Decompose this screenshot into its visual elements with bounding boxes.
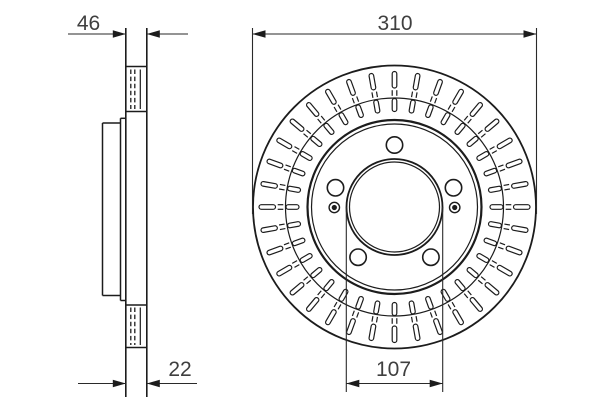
- arrowhead-right-icon: [112, 379, 126, 388]
- vent-slot: [289, 266, 323, 296]
- set-screw-hole: [328, 201, 341, 214]
- hat-edge-circle-inner: [310, 123, 479, 291]
- dimension-overall-height: 46: [68, 12, 188, 38]
- vent-slot: [466, 118, 500, 148]
- vent-slot: [483, 237, 523, 256]
- vent-slot: [476, 253, 513, 277]
- bolt-hole: [349, 248, 368, 267]
- hat-edge-circle-outer: [306, 118, 483, 296]
- vent-slot: [266, 158, 306, 177]
- bolt-hole: [421, 248, 440, 267]
- vent-slot: [260, 180, 302, 193]
- vent-slot: [408, 72, 421, 114]
- dimension-outer-diameter: 310: [251, 12, 538, 214]
- vent-slot: [276, 137, 313, 161]
- side-view: [101, 28, 148, 397]
- set-screw-hole-dot: [452, 204, 458, 211]
- set-screw-hole: [448, 201, 461, 214]
- center-bore-circle-inner: [348, 161, 441, 253]
- vent-slot: [476, 137, 513, 162]
- arrowhead-left-icon: [252, 30, 266, 38]
- dim-label-outer-diameter: 310: [377, 12, 412, 35]
- bolt-hole: [385, 136, 404, 155]
- vent-slot: [487, 180, 529, 193]
- vent-slot: [391, 301, 398, 344]
- vent-slot: [266, 237, 306, 256]
- dim-label-center-diameter: 107: [376, 358, 411, 381]
- arrowhead-left-icon: [346, 379, 360, 388]
- arrowhead-right-icon: [523, 30, 537, 38]
- vent-slot: [425, 78, 443, 118]
- dim-label-overall-height: 46: [77, 12, 100, 35]
- set-screw-holes: [328, 201, 461, 214]
- vent-slot: [346, 296, 364, 336]
- dimension-center-diameter: 107: [345, 207, 444, 392]
- vent-slot: [489, 204, 531, 210]
- vent-slot: [346, 78, 364, 118]
- vent-slot: [289, 118, 323, 148]
- bolt-hole: [326, 178, 345, 197]
- arrowhead-left-icon: [146, 30, 160, 38]
- vent-slot: [408, 300, 421, 342]
- dimension-thickness: 22: [78, 358, 197, 388]
- vent-slot: [483, 158, 523, 177]
- arrowhead-right-icon: [112, 30, 126, 38]
- dim-label-thickness: 22: [168, 358, 191, 381]
- vent-slot: [368, 72, 381, 114]
- vent-slot: [325, 88, 349, 126]
- vent-slot: [260, 221, 302, 234]
- vent-slot: [305, 102, 335, 135]
- set-screw-hole-dot: [331, 204, 337, 211]
- bolt-hole-pattern: [326, 136, 463, 267]
- center-bore-circle-outer: [345, 158, 444, 256]
- vent-slot: [276, 252, 313, 277]
- vent-slot: [391, 70, 398, 113]
- front-view: [252, 64, 537, 350]
- outer-diameter-circle: [252, 64, 537, 350]
- vent-slot: [425, 296, 443, 336]
- vent-slot: [466, 266, 500, 296]
- bolt-hole: [444, 178, 463, 197]
- vent-slot: [305, 279, 335, 312]
- vent-slot: [454, 102, 484, 135]
- arrowhead-right-icon: [429, 379, 443, 388]
- vent-slot: [440, 88, 465, 126]
- vent-slot: [454, 279, 484, 312]
- vent-slot: [440, 288, 464, 326]
- vent-band-circle: [284, 97, 505, 317]
- vent-slot: [258, 204, 300, 210]
- arrowhead-left-icon: [146, 379, 160, 388]
- vent-slot: [487, 221, 529, 234]
- vent-slot-ring: [258, 70, 531, 344]
- vent-slot: [368, 300, 381, 342]
